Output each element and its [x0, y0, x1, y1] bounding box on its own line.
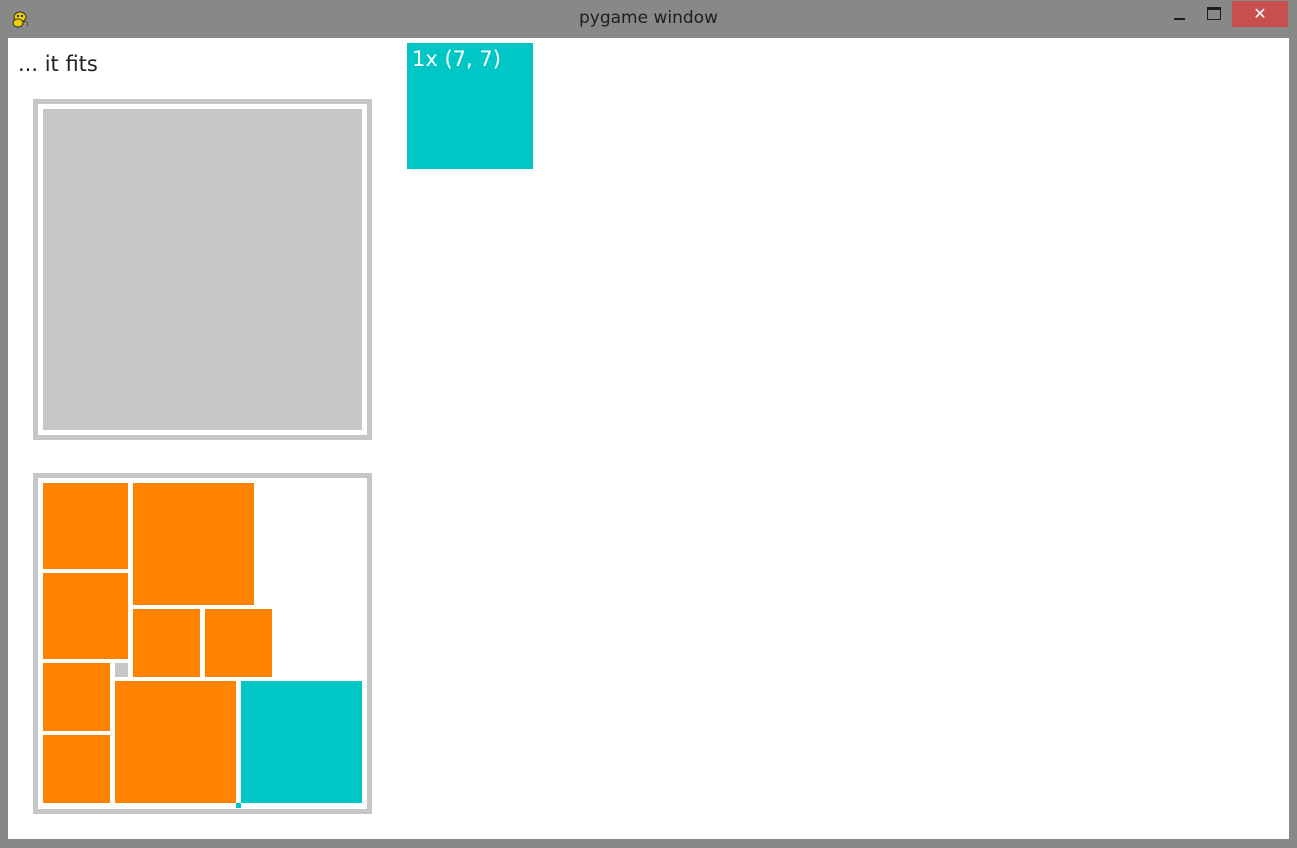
packed-board	[33, 473, 372, 814]
target-board	[33, 99, 372, 440]
caption-text: ... it fits	[18, 52, 98, 76]
packed-piece-highlighted	[241, 681, 362, 803]
minimize-button[interactable]	[1164, 2, 1196, 26]
packed-piece	[133, 609, 200, 677]
maximize-button[interactable]	[1198, 2, 1230, 26]
target-fill	[43, 109, 362, 430]
packed-piece	[205, 609, 272, 677]
packed-piece	[133, 483, 254, 605]
pygame-snake-icon	[10, 9, 30, 29]
preview-label: 1x (7, 7)	[412, 47, 501, 71]
packed-piece	[43, 573, 128, 659]
title-bar[interactable]: pygame window ✕	[0, 0, 1297, 38]
packed-piece	[115, 681, 236, 803]
window-bottom-border	[0, 839, 1297, 848]
game-canvas[interactable]: ... it fits 1x (7, 7)	[8, 38, 1289, 839]
packed-piece	[43, 663, 110, 731]
packed-piece	[43, 735, 110, 803]
packed-piece	[43, 483, 128, 569]
packed-marker	[236, 803, 241, 808]
minimize-icon	[1174, 18, 1185, 20]
window-title: pygame window	[579, 8, 718, 28]
packed-gap-square	[115, 663, 128, 677]
close-button[interactable]: ✕	[1232, 1, 1288, 27]
maximize-icon	[1207, 7, 1221, 20]
current-piece-preview: 1x (7, 7)	[407, 43, 533, 169]
